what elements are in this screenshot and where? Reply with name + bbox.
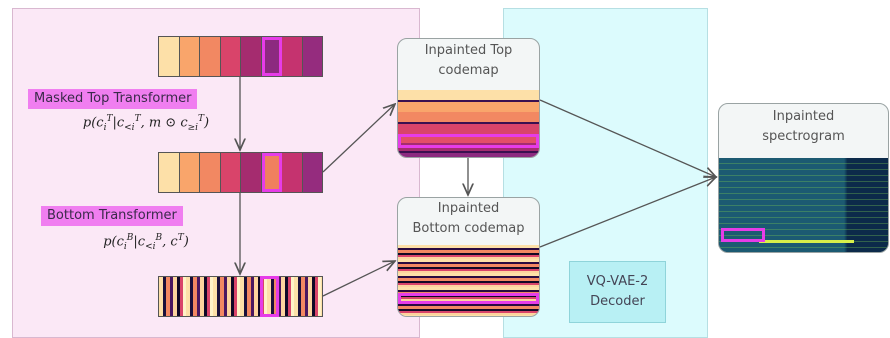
arrow-to-bottom-codemap: [322, 261, 395, 297]
bottom-transformer-label: Bottom Transformer: [41, 206, 183, 226]
bottom-codemap-highlight: [398, 293, 539, 304]
spectrogram-yellow-band: [759, 240, 854, 243]
inpainted-bottom-codemap-title-2: Bottom codemap: [412, 221, 525, 236]
masked-top-transformer-text: Masked Top Transformer: [34, 91, 192, 106]
arrow-bottom-codemap-to-spectrogram: [539, 177, 716, 248]
inpainted-bottom-codemap-card: Inpainted Bottom codemap: [397, 197, 540, 317]
top-codemap-highlight: [398, 134, 539, 148]
masked-top-transformer-label: Masked Top Transformer: [28, 89, 198, 109]
inpainted-top-strip: [158, 152, 323, 193]
spectrogram-image: [719, 158, 888, 252]
spectrogram-highlight: [721, 228, 765, 242]
inpainted-top-codemap-card: Inpainted Top codemap: [397, 38, 540, 158]
inpainted-spectrogram-card: Inpainted spectrogram: [718, 103, 889, 253]
decoder-line-1: VQ-VAE-2: [586, 274, 649, 289]
inpainted-spectrogram-title-2: spectrogram: [762, 129, 845, 144]
bottom-codemap-image: [398, 245, 539, 316]
bottom-transformer-text: Bottom Transformer: [47, 208, 177, 223]
bottom-strip-highlight: [260, 276, 279, 317]
arrow-top-codemap-to-spectrogram: [539, 99, 716, 177]
decoder-line-2: Decoder: [590, 294, 645, 309]
inpainted-bottom-codemap-title-1: Inpainted: [437, 201, 500, 216]
top-codes-strip: [158, 36, 323, 77]
bottom-codes-strip: [158, 276, 323, 317]
inpainted-top-codemap-title-2: codemap: [438, 63, 499, 78]
inpainted-top-codemap-title-1: Inpainted Top: [424, 43, 513, 58]
bottom-formula: p(ciB|c<iB, cT): [103, 233, 189, 252]
inpainted-spectrogram-title-1: Inpainted: [772, 109, 835, 124]
top-formula: p(ciT|c<iT, m ⊙ c≥iT): [82, 114, 210, 133]
vq-vae-2-decoder-box: VQ-VAE-2 Decoder: [569, 261, 666, 323]
arrow-to-top-codemap: [322, 104, 395, 173]
